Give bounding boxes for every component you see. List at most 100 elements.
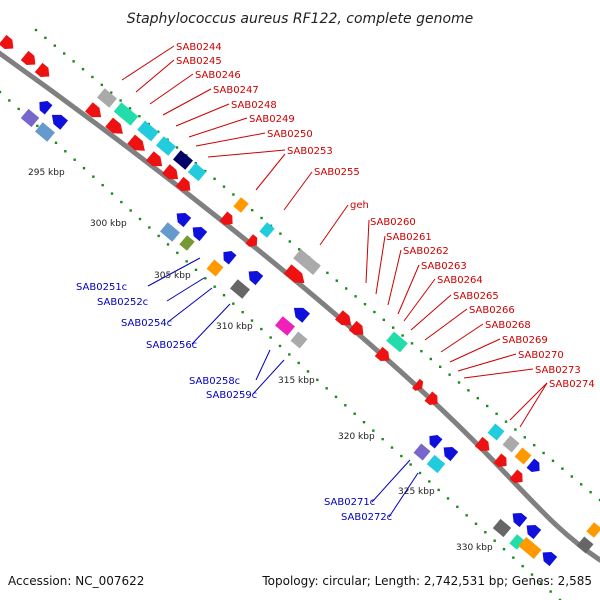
tick-dot	[429, 357, 432, 361]
tick-dot	[467, 389, 470, 392]
leader-line	[255, 153, 286, 191]
reverse-gene	[248, 270, 264, 286]
forward-gene-shape	[412, 378, 424, 391]
forward-gene	[175, 176, 191, 192]
leader-line	[207, 149, 286, 158]
tick-dot	[465, 514, 468, 517]
forward-gene	[105, 117, 123, 134]
forward-gene-shape	[424, 391, 438, 405]
tick-dot	[166, 243, 170, 246]
forward-gene	[348, 320, 364, 336]
kbp-label: 315 kbp	[278, 376, 315, 386]
tick-dot	[278, 344, 282, 348]
reverse-gene	[290, 331, 308, 349]
reverse-gene	[51, 114, 68, 130]
reverse-gene	[576, 536, 594, 554]
reverse-gene	[512, 512, 528, 528]
tick-dot	[213, 177, 216, 181]
tick-dot	[63, 52, 66, 55]
gene-label: SAB0250	[267, 129, 313, 140]
forward-gene	[173, 150, 193, 170]
tick-dot	[288, 353, 291, 356]
reverse-gene-shape	[290, 331, 308, 349]
forward-gene	[245, 234, 258, 247]
reverse-gene-shape	[192, 226, 208, 242]
gene-label: SAB0266	[469, 305, 515, 316]
tick-dot	[484, 531, 487, 534]
forward-gene-shape	[85, 102, 102, 118]
forward-gene-shape	[233, 197, 249, 213]
kbp-label: 320 kbp	[338, 432, 375, 442]
reverse-gene-shape	[206, 259, 224, 277]
forward-gene	[374, 346, 390, 362]
leader-line	[397, 264, 420, 315]
reverse-gene	[230, 279, 250, 299]
forward-gene-shape	[509, 469, 523, 483]
gene-label: SAB0259c	[206, 390, 257, 401]
gene-label: SAB0274	[549, 379, 595, 390]
reverse-gene-shape	[293, 307, 310, 323]
forward-gene	[146, 151, 163, 167]
forward-gene-shape	[526, 458, 540, 472]
tick-dot	[34, 28, 38, 32]
tick-dot	[457, 381, 461, 384]
gene-label: SAB0263	[421, 261, 467, 272]
tick-dot	[558, 598, 562, 600]
reverse-gene	[176, 212, 192, 228]
tick-dot	[279, 232, 282, 235]
forward-gene	[0, 34, 14, 50]
tick-dot	[504, 420, 508, 423]
forward-gene	[97, 88, 117, 108]
gene-label: SAB0254c	[121, 318, 172, 329]
reverse-gene	[206, 259, 224, 277]
gene-label: SAB0262	[403, 246, 449, 257]
tick-dot	[129, 209, 132, 212]
tick-dot	[222, 294, 226, 297]
reverse-gene-shape	[20, 108, 40, 128]
tick-marks	[0, 28, 600, 600]
forward-gene	[34, 62, 50, 78]
gene-label: SAB0255	[314, 167, 360, 178]
forward-gene	[127, 134, 145, 151]
leader-line	[147, 257, 201, 287]
tick-dot	[345, 287, 348, 290]
leader-line	[388, 472, 419, 518]
tick-dot	[120, 200, 123, 204]
tick-dot	[8, 99, 11, 102]
reverse-gene-shape	[35, 122, 55, 142]
tick-dot	[326, 271, 329, 275]
reverse-gene-shape	[429, 435, 443, 449]
forward-gene-shape	[162, 164, 179, 180]
tick-dot	[401, 334, 404, 337]
reverse-gene	[526, 524, 542, 540]
forward-gene-shape	[20, 50, 36, 66]
gene-label: SAB0265	[453, 291, 499, 302]
tick-dot	[316, 378, 319, 382]
tick-dot	[448, 373, 451, 376]
forward-gene-shape	[137, 120, 159, 142]
reverse-gene-shape	[248, 270, 264, 286]
gene-label: SAB0249	[249, 114, 295, 125]
reverse-gene-shape	[230, 279, 250, 299]
leader-line	[463, 368, 534, 379]
tick-dot	[493, 539, 496, 542]
tick-dot	[138, 114, 141, 118]
forward-gene-shape	[97, 88, 117, 108]
tick-dot	[119, 99, 122, 102]
leader-line	[375, 235, 386, 295]
tick-dot	[542, 451, 545, 455]
forward-gene-shape	[487, 423, 505, 441]
forward-gene-shape	[34, 62, 50, 78]
tick-dot	[36, 124, 39, 128]
forward-gene	[233, 197, 249, 213]
forward-gene	[187, 162, 207, 182]
tick-dot	[101, 183, 104, 187]
gene-label: SAB0253	[287, 146, 333, 157]
tick-dot	[439, 365, 442, 369]
gene-label: SAB0248	[231, 100, 277, 111]
gene-label: SAB0264	[437, 275, 483, 286]
reverse-gene-shape	[39, 101, 53, 115]
forward-gene-shape	[219, 211, 233, 225]
reverse-gene-shape	[542, 551, 558, 567]
